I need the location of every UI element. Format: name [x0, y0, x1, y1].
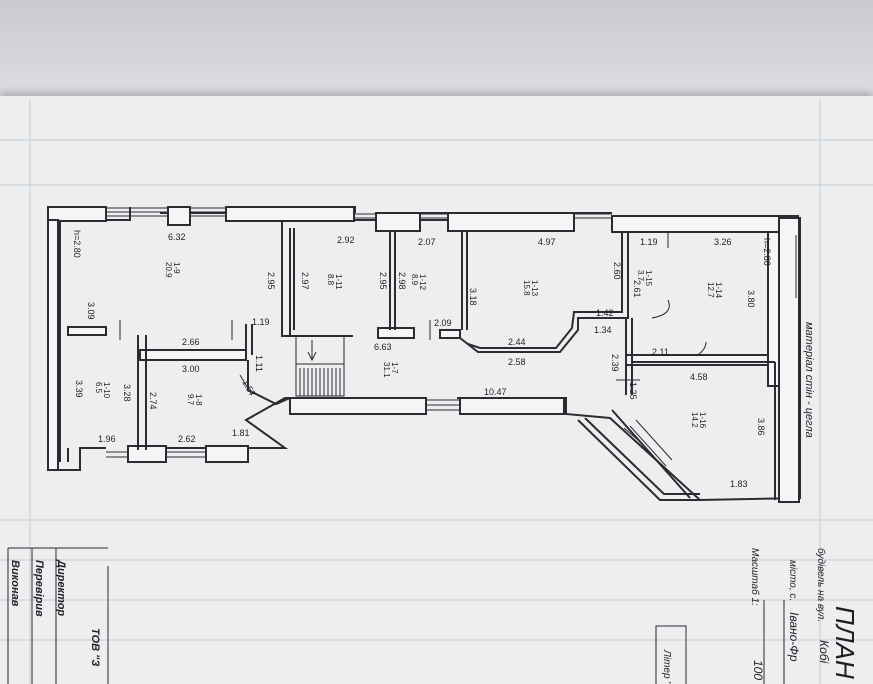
dimension-ticks — [119, 320, 640, 441]
dim-2-62: 2.62 — [178, 434, 196, 444]
dim-4-58: 4.58 — [690, 372, 708, 382]
height-label-left: h=2.80 — [72, 230, 82, 258]
svg-text:1-12: 1-12 — [418, 274, 427, 291]
dim-1-96: 1.96 — [98, 434, 116, 444]
grid-lines — [0, 100, 873, 684]
dim-2-11: 2.11 — [652, 347, 669, 357]
svg-text:8.8: 8.8 — [326, 274, 335, 286]
door-swings — [651, 232, 707, 357]
room-1-11: 1-118.8 — [326, 274, 343, 290]
dimension-labels: 6.32 2.92 2.07 4.97 1.19 3.26 2.09 1.42 … — [74, 232, 766, 489]
scale-label: Масштаб 1: — [749, 548, 761, 606]
svg-text:1-11: 1-11 — [334, 274, 343, 290]
svg-text:1-14: 1-14 — [714, 282, 723, 299]
role-performed: Виконав — [9, 560, 21, 607]
address-value: Кобі — [817, 640, 831, 663]
dim-2-74: 2.74 — [148, 392, 158, 410]
dim-6-63: 6.63 — [374, 342, 392, 352]
dim-1-57: 1.57 — [240, 378, 257, 398]
room-1-12: 1-128.9 — [410, 274, 427, 291]
dim-1-19b: 1.19 — [252, 317, 270, 327]
dim-3-39: 3.39 — [74, 380, 84, 398]
dim-3-26: 3.26 — [714, 237, 732, 247]
dim-3-00: 3.00 — [182, 364, 200, 374]
title-block-right: будівель на вул. Кобі місто, с. Івано-Фр… — [655, 548, 860, 684]
svg-text:9.7: 9.7 — [186, 394, 195, 406]
dim-2-92: 2.92 — [337, 235, 355, 245]
dim-3-86: 3.86 — [756, 418, 766, 436]
svg-text:1-9: 1-9 — [172, 262, 181, 274]
dim-2-66: 2.66 — [182, 337, 200, 347]
dim-2-98: 2.98 — [397, 272, 407, 290]
dim-3-80: 3.80 — [746, 290, 756, 308]
dim-6-32: 6.32 — [168, 232, 186, 242]
dim-2-58: 2.58 — [508, 357, 526, 367]
svg-text:14.2: 14.2 — [690, 412, 699, 428]
city-value: Івано-Фр — [787, 612, 801, 662]
svg-text:1-13: 1-13 — [530, 280, 539, 297]
dim-1-25: 1.25 — [628, 382, 638, 400]
dim-2-07: 2.07 — [418, 237, 436, 247]
interior-walls — [137, 228, 776, 501]
dim-2-09: 2.09 — [434, 318, 452, 328]
dim-3-09: 3.09 — [86, 302, 96, 320]
plan-title: ПЛАН Б — [830, 606, 860, 684]
role-director: Директор — [55, 559, 67, 616]
dim-1-42: 1.42 — [596, 308, 614, 318]
dim-2-95b: 2.95 — [378, 272, 388, 290]
svg-text:1-10: 1-10 — [102, 382, 111, 399]
wall-material-note: матеріал стін - цегла — [803, 322, 815, 438]
dim-1-83: 1.83 — [730, 479, 748, 489]
city-label: місто, с. — [787, 560, 798, 601]
dim-2-44: 2.44 — [508, 337, 526, 347]
dim-3-18: 3.18 — [468, 288, 478, 306]
svg-text:6.5: 6.5 — [94, 382, 103, 394]
room-1-8: 1-89.7 — [186, 394, 203, 406]
height-label-right: h=2.80 — [762, 238, 772, 266]
address-label: будівель на вул. — [815, 548, 827, 622]
svg-text:8.9: 8.9 — [410, 274, 419, 286]
liter-label: Літер " — [661, 649, 672, 684]
dim-2-39: 2.39 — [610, 354, 620, 372]
dim-4-97: 4.97 — [538, 237, 556, 247]
dim-1-34: 1.34 — [594, 325, 612, 335]
title-block-left — [7, 547, 109, 684]
svg-text:1-16: 1-16 — [698, 412, 707, 429]
staircase — [295, 335, 345, 397]
role-checked: Перевірив — [33, 560, 45, 617]
room-1-7: 1-731.1 — [382, 362, 399, 378]
svg-text:31.1: 31.1 — [382, 362, 391, 378]
exterior-walls — [47, 206, 801, 502]
svg-text:15.8: 15.8 — [522, 280, 531, 296]
dim-1-81: 1.81 — [232, 428, 250, 438]
dim-2-60: 2.60 — [612, 262, 622, 280]
dim-3-28: 3.28 — [122, 384, 132, 402]
dim-2-61: 2.61 — [632, 280, 642, 298]
svg-text:3.7: 3.7 — [636, 270, 645, 282]
svg-text:1-8: 1-8 — [194, 394, 203, 406]
room-1-9: 1-920.9 — [164, 262, 181, 278]
dim-2-95a: 2.95 — [266, 272, 276, 290]
wall-blocks — [47, 206, 800, 503]
svg-text:20.9: 20.9 — [164, 262, 173, 278]
company-name: ТОВ "З — [89, 628, 101, 666]
dim-2-97: 2.97 — [300, 272, 310, 290]
svg-text:1-15: 1-15 — [644, 270, 653, 287]
dim-1-19: 1.19 — [640, 237, 658, 247]
svg-text:12.7: 12.7 — [706, 282, 715, 298]
room-1-15: 1-153.7 — [636, 270, 653, 287]
scale-value: 100 — [751, 660, 765, 680]
svg-text:1-7: 1-7 — [390, 362, 399, 374]
windows — [106, 207, 801, 467]
room-1-10: 1-106.5 — [94, 382, 111, 399]
dim-1-11: 1.11 — [254, 355, 264, 372]
dim-10-47: 10.47 — [484, 387, 507, 397]
